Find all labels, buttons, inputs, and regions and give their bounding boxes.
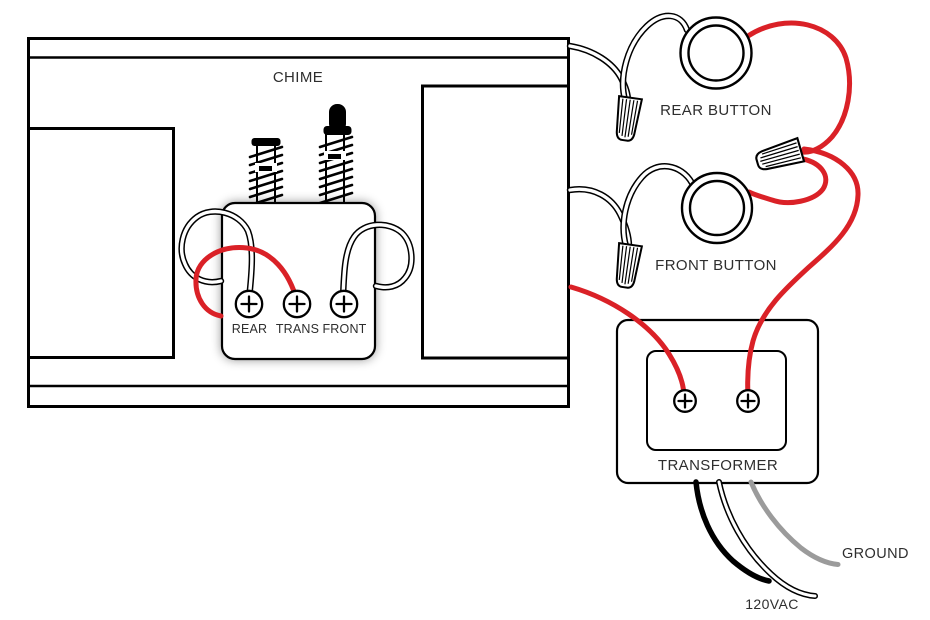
front-terminal-label: FRONT — [322, 322, 366, 336]
rear-wire-nut-icon — [612, 95, 643, 143]
line-neutral-wire-white — [716, 479, 818, 599]
line-hot-wire-black — [693, 479, 772, 584]
wire-rear-nut-to-rear-button — [619, 12, 691, 104]
left-chime-bar — [27, 127, 175, 359]
transformer-left-screw-icon — [673, 389, 697, 413]
red-wire-trans-terminal-loop — [193, 245, 300, 319]
wire-enclosure-to-front-nut — [566, 186, 633, 250]
transformer-label: TRANSFORMER — [658, 457, 778, 474]
red-wire-junction-to-front-button — [746, 156, 829, 205]
red-wire-rear-button-to-junction — [745, 20, 853, 155]
rear-terminal-label: REAR — [232, 322, 268, 336]
trans-terminal-screw-icon — [282, 289, 312, 319]
chime-label: CHIME — [273, 69, 323, 86]
rear-button-label: REAR BUTTON — [660, 102, 772, 119]
junction-wire-nut-icon — [752, 137, 806, 175]
front-button-label: FRONT BUTTON — [655, 257, 777, 274]
transformer-right-screw-icon — [736, 389, 760, 413]
ground-wire-gray — [748, 479, 841, 567]
right-chime-bar — [421, 84, 570, 360]
left-striker-icon — [248, 138, 284, 207]
wire-front-nut-to-front-button — [620, 163, 696, 250]
rear-terminal-screw-icon — [234, 289, 264, 319]
red-wire-enclosure-to-transformer — [568, 284, 687, 400]
chime-enclosure — [27, 37, 570, 408]
front-wire-nut-icon — [612, 242, 643, 290]
supply-voltage-label: 120VAC — [745, 596, 799, 612]
red-wire-junction-to-transformer — [745, 146, 861, 400]
front-button-icon — [680, 171, 754, 245]
rear-button-icon — [679, 16, 753, 90]
front-terminal-screw-icon — [329, 289, 359, 319]
trans-terminal-label: TRANS — [276, 322, 319, 336]
ground-label: GROUND — [842, 546, 909, 562]
wire-enclosure-to-rear-nut — [566, 42, 632, 105]
front-terminal-slack-loop — [339, 221, 415, 302]
right-striker-icon — [318, 104, 354, 206]
